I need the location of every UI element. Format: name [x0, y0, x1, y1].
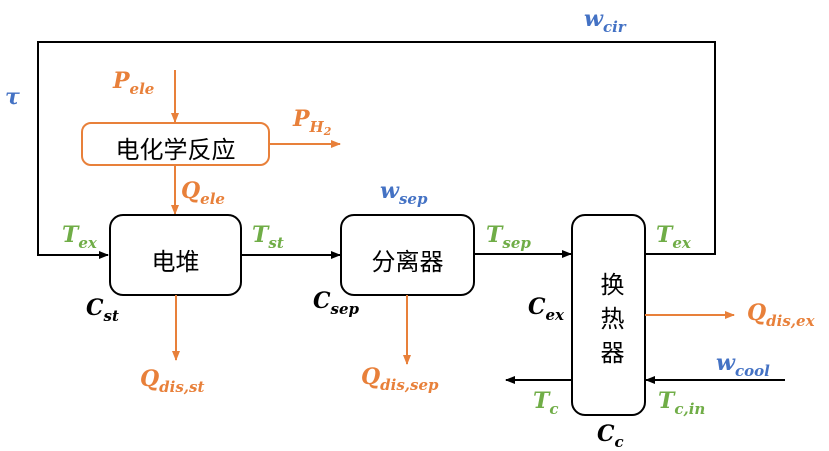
reaction-block-label: 电化学反应: [115, 136, 236, 164]
label-t-sep-sub: sep: [502, 234, 531, 252]
label-q-dis-ex: Qdis,ex: [747, 302, 815, 329]
label-tau-main: τ: [5, 84, 20, 110]
label-t-st: Tst: [252, 224, 284, 251]
label-q-ele-sub: ele: [200, 190, 225, 208]
label-q-dis-st-main: Q: [140, 366, 160, 392]
label-t-c-main: T: [533, 388, 550, 414]
label-t-c-in: Tc,in: [658, 390, 705, 417]
label-p-h2-subsub: 2: [323, 125, 332, 138]
label-c-st-sub: st: [103, 307, 119, 325]
label-q-dis-st-sub: dis,st: [159, 378, 205, 396]
label-c-c-sub: c: [614, 433, 624, 451]
label-w-cool-main: w: [716, 350, 735, 376]
label-c-st: Cst: [86, 297, 119, 324]
label-w-sep-main: w: [380, 178, 399, 204]
label-c-sep-sub: sep: [330, 300, 359, 318]
label-w-sep-sub: sep: [398, 190, 428, 208]
label-p-ele-main: P: [113, 68, 130, 94]
label-t-ex-in-sub: ex: [78, 234, 97, 252]
label-t-st-main: T: [252, 222, 269, 248]
label-c-c-main: C: [597, 421, 615, 447]
exchanger-block-label: 换热器: [596, 272, 624, 374]
label-q-dis-sep: Qdis,sep: [361, 366, 439, 393]
label-w-cir-main: w: [584, 6, 603, 32]
label-c-ex: Cex: [528, 296, 564, 323]
separator-block-label: 分离器: [371, 248, 444, 276]
label-q-ele: Qele: [181, 180, 225, 207]
label-w-cir-sub: cir: [602, 18, 626, 36]
label-t-ex-in-main: T: [62, 222, 79, 248]
recirculation-loop-line: [37, 41, 716, 259]
label-w-cool: wcool: [716, 352, 770, 379]
label-p-h2-sub: H: [309, 118, 324, 136]
label-t-c-in-main: T: [658, 388, 675, 414]
label-t-c-sub: c: [549, 400, 559, 418]
label-q-dis-st: Qdis,st: [140, 368, 204, 395]
label-t-c-in-sub: c,in: [674, 400, 706, 418]
label-c-sep-main: C: [313, 288, 331, 314]
label-tau: τ: [5, 86, 20, 108]
label-w-cir: wcir: [584, 8, 626, 35]
label-t-ex-out-sub: ex: [672, 234, 691, 252]
label-q-dis-ex-main: Q: [747, 300, 767, 326]
label-c-ex-sub: ex: [545, 306, 565, 324]
label-p-h2: PH2: [293, 108, 331, 137]
label-t-c: Tc: [533, 390, 559, 417]
label-c-st-main: C: [86, 295, 104, 321]
label-p-ele: Pele: [113, 70, 154, 97]
label-p-ele-sub: ele: [129, 80, 155, 98]
label-q-ele-main: Q: [181, 178, 201, 204]
label-c-ex-main: C: [528, 294, 546, 320]
label-w-sep: wsep: [380, 180, 427, 207]
label-p-h2-main: P: [293, 106, 310, 132]
label-t-sep-main: T: [486, 222, 503, 248]
label-c-c: Cc: [597, 423, 624, 450]
stack-block-label: 电堆: [151, 248, 200, 276]
label-q-dis-sep-main: Q: [361, 364, 381, 390]
label-c-sep: Csep: [313, 290, 359, 317]
label-t-ex-out: Tex: [656, 224, 691, 251]
label-t-st-sub: st: [268, 234, 284, 252]
label-q-dis-sep-sub: dis,sep: [380, 376, 439, 394]
label-t-ex-in: Tex: [62, 224, 97, 251]
label-q-dis-ex-sub: dis,ex: [766, 312, 815, 330]
label-w-cool-sub: cool: [734, 362, 770, 380]
label-t-ex-out-main: T: [656, 222, 673, 248]
label-t-sep: Tsep: [486, 224, 531, 251]
